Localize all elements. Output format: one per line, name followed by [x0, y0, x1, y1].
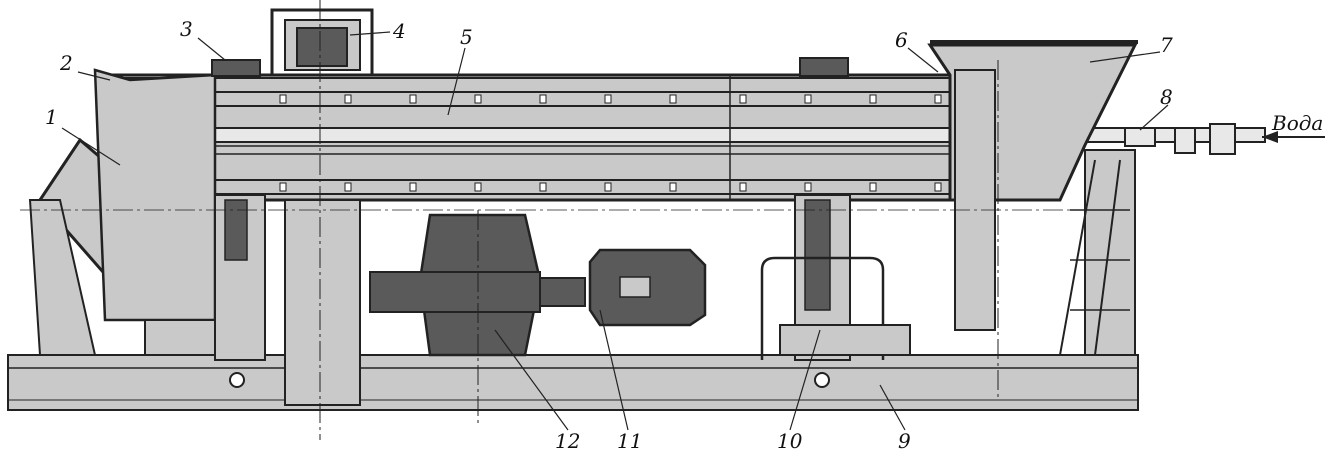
- callout-1: 1: [45, 105, 58, 129]
- discharge-hopper: [927, 40, 1138, 331]
- top-bearing-left: [211, 59, 261, 77]
- top-bearing-right: [799, 57, 849, 77]
- leader-lines: [61, 31, 1169, 431]
- base-frame: [7, 354, 1139, 411]
- center-lines: [20, 0, 1130, 440]
- callout-8: 8: [1160, 85, 1173, 109]
- top-drive-unit: [270, 8, 374, 77]
- water-inlet-arrow: [1262, 131, 1325, 143]
- callout-3: 3: [180, 17, 193, 41]
- callout-6: 6: [895, 28, 908, 52]
- callout-11: 11: [617, 429, 642, 453]
- callout-4: 4: [392, 19, 406, 43]
- callout-labels: 1 2 3 4 5 6 7 8 9 10 11 12 Вода: [45, 17, 1323, 453]
- loading-chute: [28, 68, 217, 356]
- water-label: Вода: [1271, 111, 1323, 135]
- callout-7: 7: [1160, 33, 1173, 57]
- right-ladder-support: [1059, 149, 1136, 356]
- electric-motor: [588, 248, 707, 327]
- callout-2: 2: [59, 51, 73, 75]
- lower-pump-right: [779, 324, 911, 356]
- left-support-frame: [214, 194, 361, 406]
- callout-5: 5: [460, 25, 473, 49]
- callout-9: 9: [898, 429, 911, 453]
- gearbox: [369, 213, 586, 357]
- callout-10: 10: [777, 429, 803, 453]
- water-valves: [1124, 123, 1236, 155]
- callout-12: 12: [555, 429, 580, 453]
- lower-pump-left: [144, 319, 216, 356]
